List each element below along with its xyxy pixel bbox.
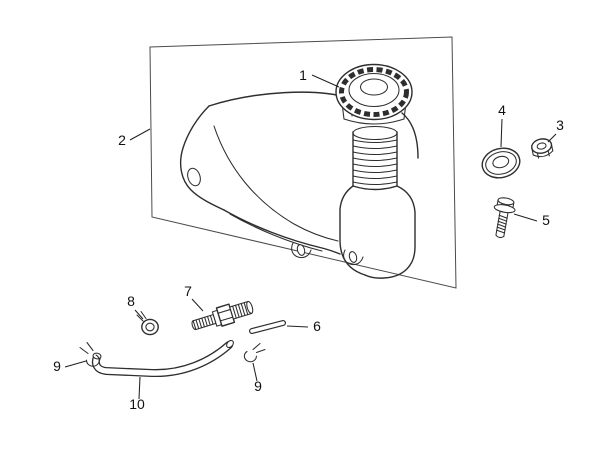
hose-clip-left — [79, 341, 100, 367]
exploded-view-boundary — [149, 36, 457, 289]
callout-5: 5 — [513, 212, 550, 228]
flange-mount-hole — [187, 167, 201, 187]
callout-3: 3 — [547, 117, 564, 143]
bolt-threads — [496, 214, 508, 234]
joint-right-threads — [232, 302, 249, 319]
callout-4: 4 — [498, 102, 506, 148]
bolt — [493, 197, 516, 239]
fuel-filler-neck — [352, 125, 398, 191]
callout-10-label: 10 — [129, 396, 145, 412]
callout-7: 7 — [184, 283, 204, 312]
tank-bottom-tab-right — [343, 249, 364, 266]
callout-6: 6 — [286, 318, 321, 334]
callout-1-label: 1 — [299, 67, 307, 83]
callout-2: 2 — [118, 128, 151, 148]
hose-end-right — [226, 339, 234, 349]
bolt-flange — [493, 204, 516, 214]
callout-9-bottom: 9 — [252, 362, 262, 394]
callout-10: 10 — [129, 376, 145, 412]
nut — [530, 138, 554, 159]
fuel-hose — [91, 339, 234, 378]
callout-9-bottom-label: 9 — [254, 378, 262, 394]
cap-knurl-ring — [339, 67, 409, 117]
washer — [481, 147, 521, 179]
callout-7-label: 7 — [184, 283, 192, 299]
bolt-head — [497, 197, 515, 206]
hose-clamp — [136, 310, 159, 336]
callout-5-label: 5 — [542, 212, 550, 228]
joint-left-threads — [195, 314, 214, 330]
callout-8-label: 8 — [127, 293, 135, 309]
callout-9-left-label: 9 — [53, 358, 61, 374]
fuel-tank — [179, 91, 419, 279]
callout-4-label: 4 — [498, 102, 506, 118]
callout-9-left: 9 — [53, 358, 87, 374]
callout-2-label: 2 — [118, 132, 126, 148]
callout-1: 1 — [299, 67, 340, 88]
hose-clip-bottom — [243, 342, 266, 363]
callout-3-label: 3 — [556, 117, 564, 133]
tank-bottom-tab-left — [291, 242, 312, 259]
joint-tube — [249, 320, 286, 334]
callout-6-label: 6 — [313, 318, 321, 334]
callout-8: 8 — [127, 293, 144, 320]
fuel-joint — [191, 300, 254, 331]
fuel-tank-cap — [335, 63, 413, 125]
neck-threads — [352, 139, 398, 186]
